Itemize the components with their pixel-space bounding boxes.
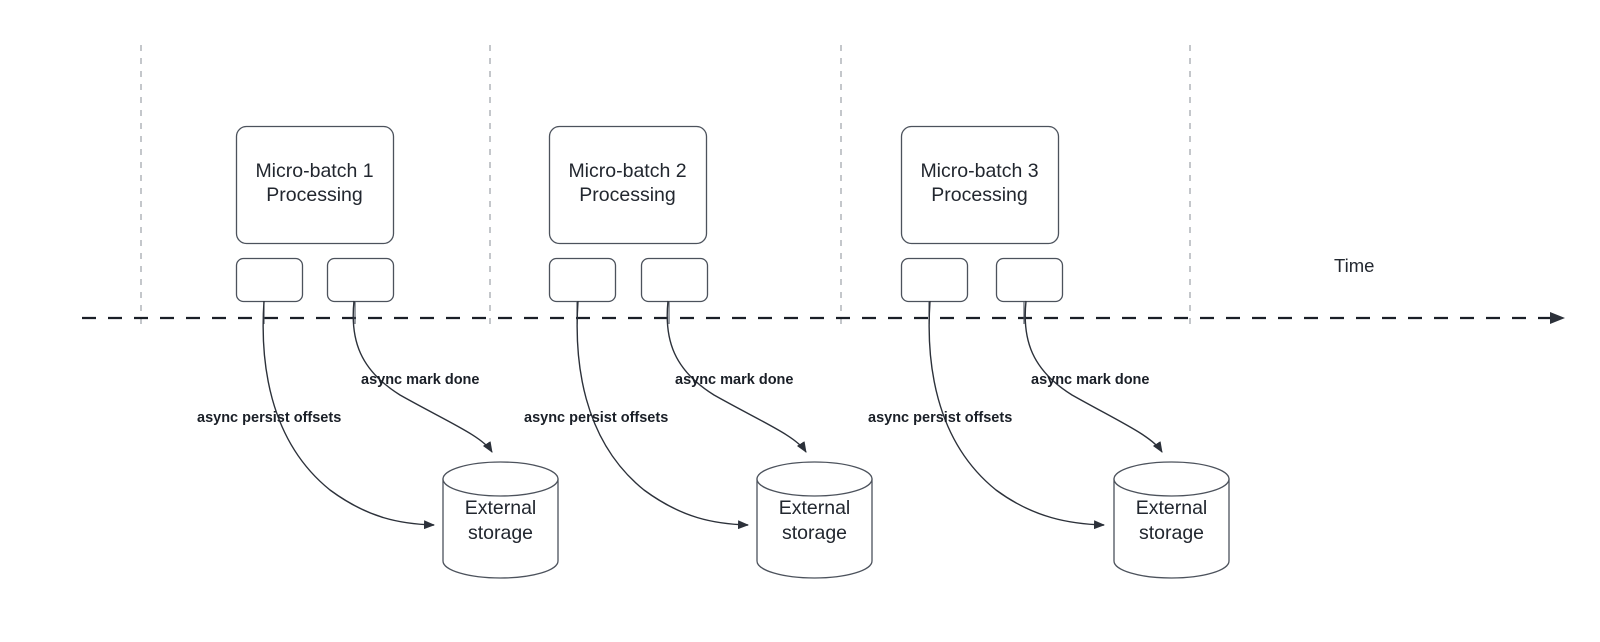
group-3-async-mark-done-edge <box>1024 300 1163 453</box>
group-2-storage-cylinder-top <box>756 461 873 497</box>
group-3-storage-cylinder-top <box>1113 461 1230 497</box>
group-3-async-persist-offsets-edge-label: async persist offsets <box>868 410 1013 426</box>
group-2-async-mark-done-edge <box>666 300 807 453</box>
group-2-async-mark-done-edge-label: async mark done <box>675 372 794 388</box>
group-2-micro-batch-box[interactable] <box>548 125 708 245</box>
group-1-storage-cylinder-top <box>442 461 559 497</box>
time-axis-label: Time <box>1334 255 1375 276</box>
group-1-persist-offsets-task-box[interactable] <box>235 257 304 303</box>
group-2-storage-cylinder-body[interactable] <box>756 478 873 579</box>
group-1-async-mark-done-edge <box>352 300 493 453</box>
group-1-mark-done-task-box[interactable] <box>326 257 395 303</box>
group-2-async-persist-offsets-edge <box>576 300 749 530</box>
group-1-async-mark-done-edge-label: async mark done <box>361 372 480 388</box>
group-3-persist-offsets-task-box[interactable] <box>900 257 969 303</box>
edge-paths <box>262 300 1163 530</box>
group-1-micro-batch-box[interactable] <box>235 125 395 245</box>
group-3-storage-cylinder-body[interactable] <box>1113 478 1230 579</box>
group-1-storage-cylinder-body[interactable] <box>442 478 559 579</box>
group-2-async-persist-offsets-edge-label: async persist offsets <box>524 410 669 426</box>
group-2-mark-done-task-box[interactable] <box>640 257 709 303</box>
group-1-async-persist-offsets-edge-label: async persist offsets <box>197 410 342 426</box>
group-1-async-persist-offsets-edge <box>262 300 435 530</box>
group-3-micro-batch-box[interactable] <box>900 125 1060 245</box>
group-3-async-mark-done-edge-label: async mark done <box>1031 372 1150 388</box>
group-3-mark-done-task-box[interactable] <box>995 257 1064 303</box>
node-shapes <box>235 125 1230 579</box>
group-2-persist-offsets-task-box[interactable] <box>548 257 617 303</box>
group-3-async-persist-offsets-edge <box>928 300 1105 530</box>
micro-batch-boundary-lines <box>140 45 1191 327</box>
